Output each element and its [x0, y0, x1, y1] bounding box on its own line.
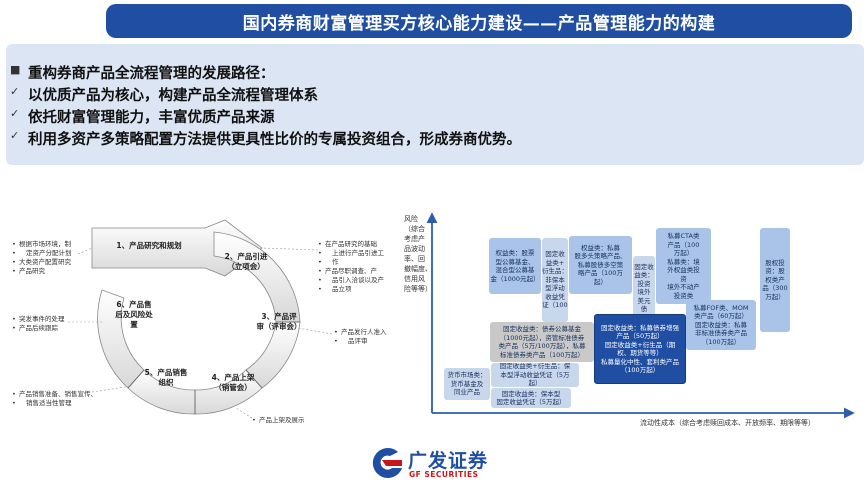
note-left-mid: 突发事件的处理 产品后续跟踪 — [12, 315, 65, 333]
equity-investment-box: 股权投 资：股 权类产 品（300 万起） — [760, 228, 790, 332]
private-equity-long-box: 权益类：私募 股多头策略产品、 私募股债多空策 略产品（100万 起） — [569, 236, 632, 294]
bullet-item-text: 依托财富管理能力，丰富优质产品来源 — [28, 110, 275, 126]
check-bullet-icon: ✓ — [10, 85, 20, 98]
risk-liquidity-chart — [426, 212, 855, 419]
gf-logo-icon — [372, 447, 402, 478]
fixed-income-note-box: 固定收益类：保本型 固定收益凭证（5万起） — [491, 388, 571, 408]
page-title: 国内券商财富管理买方核心能力建设——产品管理能力的构建 — [242, 13, 716, 34]
x-axis-label: 流动性成本（综合考虑赎回成本、开放频率、期限等等） — [640, 419, 815, 427]
stage-3-label: 3、产品评 审（评审会） — [256, 312, 302, 331]
note-right-mid: 产品发行人准入 品评审 — [334, 328, 387, 346]
note-right-top: 在产品研究的基础 上进行产品引进工 作 产品尽职调查、产 品引入洽谈以及产 品立… — [318, 240, 384, 294]
equity-fund-box: 权益类：股票 型公募基金、 混合型公募基 金（1000元起） — [489, 238, 541, 294]
bullet-heading: ■ 重构券商产品全流程管理的发展路径： — [10, 62, 275, 83]
company-logo: 广发证券 GF SECURITIES — [372, 446, 504, 482]
bullet-item-text: 利用多资产多策略配置方法提供更具性比价的专属投资组合，形成券商优势。 — [28, 132, 521, 148]
stage-2-label: 2、产品引进 （立项会） — [224, 252, 268, 271]
private-bond-enhanced-box: 固定收益类：私募债券增强 产品（50万起） 固定收益类+衍生品（期 权、期货等等… — [594, 314, 686, 384]
process-cycle-diagram — [68, 219, 333, 419]
y-axis-label: 风险 （综合 考虑产 品波动 率、回 撤幅度、 信用风 险等等） — [404, 215, 432, 293]
stage-4-label: 4、产品上架 （销管会） — [211, 373, 255, 392]
stage-6-arc — [97, 289, 145, 389]
logo-text-en: GF SECURITIES — [409, 470, 479, 479]
bullet-box: ■ 重构券商产品全流程管理的发展路径： ✓ 以优质产品为核心，构建产品全流程管理… — [6, 44, 864, 165]
bullet-heading-text: 重构券商产品全流程管理的发展路径： — [28, 66, 275, 82]
structured-note-box: 固定收 益类+ 衍生品： 非保本 型浮动 收益凭 证（100 — [542, 238, 568, 322]
stage-6-label: 6、产品售 后及风险处 置 — [115, 300, 153, 329]
stage-5-label: 5、产品销售 组织 — [144, 368, 188, 387]
title-bar: 国内券商财富管理买方核心能力建设——产品管理能力的构建 — [106, 4, 852, 38]
principal-protected-note-box: 固定收益类+衍生品：保 本型浮动收益凭证（5万 起） — [491, 363, 579, 387]
bullet-item-2: ✓ 依托财富管理能力，丰富优质产品来源 — [10, 106, 275, 127]
bond-fund-box: 固定收益类：债券公募基金 （1000元起），资管标准债券 类产品（5万/100万… — [490, 322, 594, 362]
bullet-item-text: 以优质产品为核心，构建产品全流程管理体系 — [28, 88, 318, 104]
logo-text-cn: 广发证券 — [408, 450, 489, 472]
bullet-item-1: ✓ 以优质产品为核心，构建产品全流程管理体系 — [10, 84, 318, 105]
money-market-box: 货币市场类： 货币基金及 同业产品 — [444, 368, 490, 400]
note-right-bottom: 产品上架及展示 — [252, 416, 305, 425]
stage-1-label: 1、产品研究和规划 — [116, 241, 182, 250]
check-bullet-icon: ✓ — [10, 107, 20, 120]
check-bullet-icon: ✓ — [10, 129, 20, 142]
note-left-top: 根据市场环境，制 定资产分配计划 大类资产配置研究 产品研究 — [12, 240, 72, 276]
private-cta-box: 私募CTA类 产品（100 万起） 私募类：境 外权益类投 资 境外不动产 投资… — [656, 228, 711, 304]
square-bullet-icon: ■ — [10, 63, 21, 76]
overseas-bond-box: 固定收 益类： 投资 境外 美元 债 — [633, 256, 655, 320]
private-fof-box: 私募FOF类、MOM 类产品（60万起） 固定收益类：私募 非标准债券类产品 （… — [686, 300, 756, 350]
bullet-item-3: ✓ 利用多资产多策略配置方法提供更具性比价的专属投资组合，形成券商优势。 — [10, 128, 521, 149]
note-left-bottom: 产品销售准备、销售宣传、 销售适当性管理 — [12, 390, 97, 408]
